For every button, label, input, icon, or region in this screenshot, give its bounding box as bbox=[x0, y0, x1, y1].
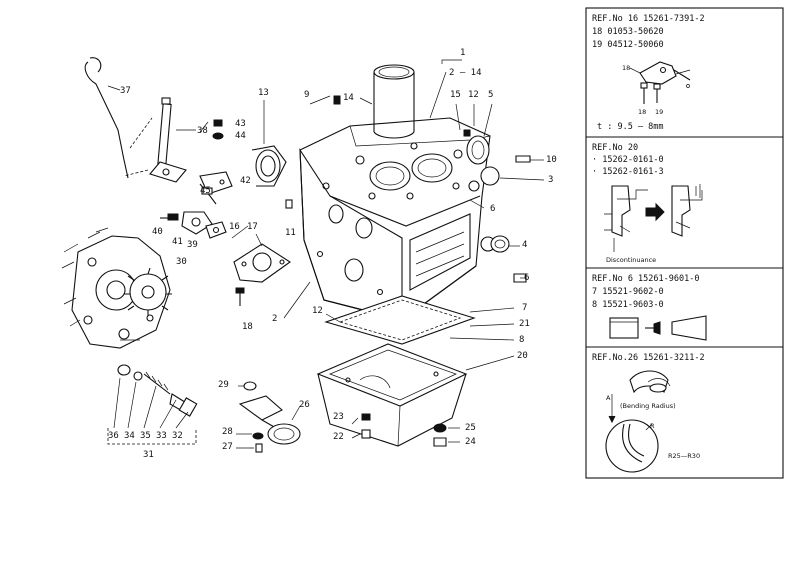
bolt-9 bbox=[333, 95, 341, 105]
ref20-note: Discontinuance bbox=[606, 256, 657, 264]
callout-10: 10 bbox=[546, 155, 557, 165]
ref6-line2: 7 15521-9602-0 bbox=[592, 287, 664, 297]
ref26-line1: REF.No.26 15261-3211-2 bbox=[592, 353, 705, 363]
ref20-line2: · 15262-0161-0 bbox=[592, 155, 664, 165]
callout-11: 11 bbox=[285, 228, 296, 238]
reference-panel-frame bbox=[585, 7, 784, 479]
callout-1: 1 bbox=[460, 48, 466, 58]
callout-29: 29 bbox=[218, 380, 229, 390]
callout-20: 20 bbox=[517, 351, 528, 361]
ref16-dimension: t : 9.5 — 8mm bbox=[597, 122, 664, 132]
leader-lines bbox=[107, 59, 545, 449]
callout-39: 39 bbox=[187, 240, 198, 250]
callout-4: 4 bbox=[522, 240, 528, 250]
bolt-10 bbox=[515, 155, 531, 163]
callout-34: 34 bbox=[124, 431, 135, 441]
callout-7: 7 bbox=[522, 303, 528, 313]
ref6-line1: REF.No 6 15261-9601-0 bbox=[592, 274, 700, 284]
ref26-label-r: R bbox=[650, 422, 655, 430]
ref20-section-detail bbox=[604, 184, 703, 252]
callout-40: 40 bbox=[152, 227, 163, 237]
ref6-plugs-drawing bbox=[609, 315, 707, 341]
callout-36: 36 bbox=[108, 431, 119, 441]
ref16-line1: REF.No 16 15261-7391-2 bbox=[592, 14, 705, 24]
callout-28: 28 bbox=[222, 427, 233, 437]
callout-38: 38 bbox=[197, 126, 208, 136]
callout-44: 44 bbox=[235, 131, 246, 141]
callout-41: 41 bbox=[172, 237, 183, 247]
ref16-line3: 19 04512-50060 bbox=[592, 40, 664, 50]
oil-seal-13 bbox=[251, 145, 287, 187]
callout-13: 13 bbox=[258, 88, 269, 98]
callout-3: 3 bbox=[548, 175, 554, 185]
plug-3 bbox=[480, 166, 500, 186]
callout-33: 33 bbox=[156, 431, 167, 441]
callout-30: 30 bbox=[176, 257, 187, 267]
ref16-label-18b: 18 bbox=[638, 108, 647, 116]
seal-4 bbox=[490, 235, 510, 253]
callout-17: 17 bbox=[247, 222, 258, 232]
oil-pan-20 bbox=[316, 343, 468, 447]
gear-case-cover bbox=[61, 227, 172, 349]
callout-12-top: 12 bbox=[468, 90, 479, 100]
dipstick-assembly bbox=[84, 57, 187, 183]
callout-8: 8 bbox=[519, 335, 525, 345]
ref20-line3: · 15262-0161-3 bbox=[592, 167, 664, 177]
ref26-bending-note: (Bending Radius) bbox=[620, 402, 676, 410]
callout-16: 16 bbox=[229, 222, 240, 232]
relief-valve-parts bbox=[117, 364, 198, 417]
pin-15 bbox=[463, 129, 471, 137]
bracket-42 bbox=[199, 171, 233, 205]
callout-26: 26 bbox=[299, 400, 310, 410]
callout-15: 15 bbox=[450, 90, 461, 100]
pin-11 bbox=[285, 199, 293, 209]
callout-18: 18 bbox=[242, 322, 253, 332]
callout-37: 37 bbox=[120, 86, 131, 96]
callout-27: 27 bbox=[222, 442, 233, 452]
gasket-21 bbox=[324, 295, 476, 345]
callout-6-lower: 6 bbox=[524, 273, 530, 283]
ref16-bracket-drawing bbox=[629, 61, 691, 104]
drain-plugs bbox=[361, 413, 447, 447]
callout-2: 2 bbox=[272, 314, 278, 324]
ref16-line2: 18 01053-50620 bbox=[592, 27, 664, 37]
callout-9: 9 bbox=[304, 90, 310, 100]
callout-42: 42 bbox=[240, 176, 251, 186]
callout-6-upper: 6 bbox=[490, 204, 496, 214]
bolts-43-44 bbox=[199, 119, 224, 140]
callout-35: 35 bbox=[140, 431, 151, 441]
callout-21: 21 bbox=[519, 319, 530, 329]
callout-14: 14 bbox=[343, 93, 354, 103]
callout-25: 25 bbox=[465, 423, 476, 433]
ref16-label-18: 18 bbox=[622, 64, 631, 72]
ref26-radius: R25—R30 bbox=[668, 452, 701, 460]
callout-32: 32 bbox=[172, 431, 183, 441]
crankcase-block bbox=[299, 117, 496, 321]
ref26-hose-detail bbox=[605, 370, 671, 473]
callout-22: 22 bbox=[333, 432, 344, 442]
cylinder-liner-14 bbox=[373, 64, 415, 139]
callout-24: 24 bbox=[465, 437, 476, 447]
plug-5 bbox=[466, 135, 490, 165]
ref16-label-19: 19 bbox=[655, 108, 664, 116]
flange-39-41 bbox=[160, 211, 227, 239]
cover-plate-16 bbox=[233, 243, 291, 306]
ref6-line3: 8 15521-9603-0 bbox=[592, 300, 664, 310]
callout-12-pan: 12 bbox=[312, 306, 323, 316]
ref26-label-a: A bbox=[606, 394, 611, 402]
callout-2-14: 2 – 14 bbox=[449, 68, 482, 78]
callout-45: 45 bbox=[200, 186, 211, 196]
callout-31: 31 bbox=[143, 450, 154, 460]
callout-5: 5 bbox=[488, 90, 494, 100]
callout-23: 23 bbox=[333, 412, 344, 422]
callout-43: 43 bbox=[235, 119, 246, 129]
oil-strainer-26 bbox=[238, 381, 301, 453]
ref20-line1: REF.No 20 bbox=[592, 143, 639, 153]
